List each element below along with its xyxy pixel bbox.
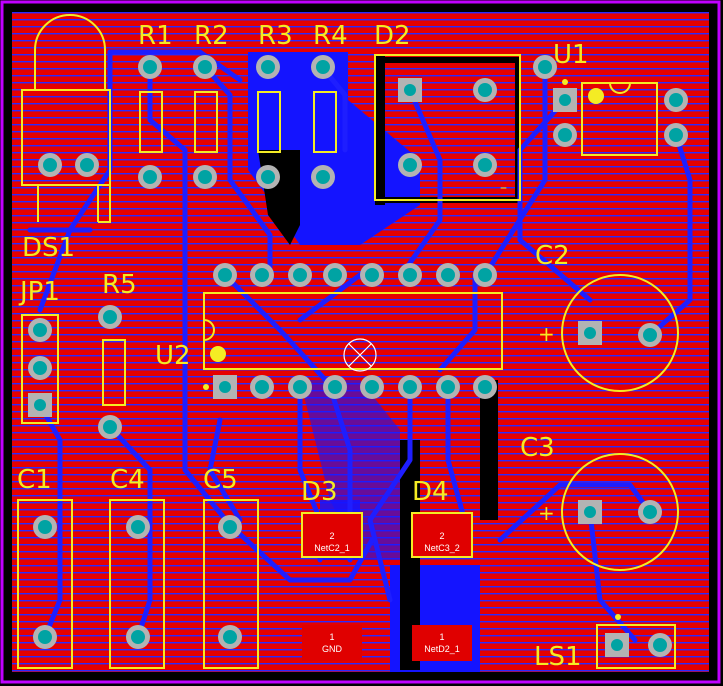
th-pad-hole <box>403 380 417 394</box>
th-pad-hole <box>441 268 455 282</box>
th-pad-hole <box>669 93 683 107</box>
ref-r1: R1 <box>138 21 173 51</box>
th-pad-hole <box>103 420 117 434</box>
th-pad-hole <box>478 83 492 97</box>
d3-pad1 <box>302 625 362 661</box>
th-pad-hole <box>143 170 157 184</box>
d3-pad2-net: NetC2_1 <box>314 543 350 553</box>
d3-outline <box>301 512 363 558</box>
th-pad-hole <box>261 60 275 74</box>
th-pad-hole <box>43 158 57 172</box>
th-pad-hole <box>584 327 596 339</box>
th-pad-hole <box>293 268 307 282</box>
th-pad-hole <box>223 520 237 534</box>
d2-minus-mark: – <box>500 180 507 196</box>
th-pad-hole <box>365 268 379 282</box>
ref-r2: R2 <box>194 21 229 51</box>
ref-d4: D4 <box>412 477 449 507</box>
th-pad-hole <box>261 170 275 184</box>
th-pad-hole <box>293 380 307 394</box>
th-pad-hole <box>143 60 157 74</box>
th-pad-hole <box>441 380 455 394</box>
d4-pad2-number: 2 <box>439 531 444 541</box>
th-pad-hole <box>328 268 342 282</box>
th-pad-hole <box>33 361 47 375</box>
d3-pad1-number: 1 <box>329 632 334 642</box>
ref-d2: D2 <box>374 21 411 51</box>
th-pad-hole <box>38 520 52 534</box>
silkscreen <box>17 14 679 669</box>
th-pad-hole <box>653 638 667 652</box>
ref-r5: R5 <box>102 270 137 300</box>
th-pad-hole <box>669 128 683 142</box>
ref-u1: U1 <box>553 40 589 70</box>
th-pad-hole <box>611 639 623 651</box>
reference-designators: R1 R2 R3 R4 D2 U1 DS1 JP1 R5 U2 C2 C3 C1… <box>17 21 589 672</box>
c2-plus-mark: + <box>538 322 555 346</box>
d4-pad1-number: 1 <box>439 632 444 642</box>
ref-jp1: JP1 <box>18 277 60 307</box>
ref-c1: C1 <box>17 465 52 495</box>
d4-outline <box>411 512 473 558</box>
th-pad-hole <box>198 60 212 74</box>
th-pad-hole <box>558 128 572 142</box>
ref-r4: R4 <box>313 21 348 51</box>
d4-pad2-net: NetC3_2 <box>424 543 460 553</box>
c3-plus-mark: + <box>538 501 555 525</box>
th-pad-hole <box>403 158 417 172</box>
th-pad-hole <box>255 380 269 394</box>
th-pad-hole <box>219 381 231 393</box>
smd-pads: 2 NetC2_1 1 GND 2 NetC3_2 1 NetD2_1 <box>301 512 473 661</box>
th-pad-hole <box>538 60 552 74</box>
ref-u2: U2 <box>155 341 191 371</box>
th-pad-hole <box>478 268 492 282</box>
th-pad-hole <box>255 268 269 282</box>
th-pad-hole <box>584 506 596 518</box>
th-pad-hole <box>103 310 117 324</box>
th-pad-hole <box>403 268 417 282</box>
ref-c2: C2 <box>535 241 570 271</box>
th-pad-hole <box>33 323 47 337</box>
ref-d3: D3 <box>301 477 338 507</box>
th-pad-hole <box>316 60 330 74</box>
th-pad-hole <box>131 630 145 644</box>
through-hole-pads <box>28 55 688 657</box>
th-pad-hole <box>643 505 657 519</box>
th-pad-hole <box>643 328 657 342</box>
th-pad-hole <box>328 380 342 394</box>
th-pad-hole <box>38 630 52 644</box>
ref-c3: C3 <box>520 433 555 463</box>
th-pad-hole <box>131 520 145 534</box>
th-pad-hole <box>223 630 237 644</box>
ref-r3: R3 <box>258 21 293 51</box>
pin1-markers <box>203 79 621 620</box>
d3-pad1-net: GND <box>322 644 343 654</box>
th-pad-hole <box>559 94 571 106</box>
th-pad-hole <box>365 380 379 394</box>
th-pad-hole <box>198 170 212 184</box>
d3-pad2-number: 2 <box>329 531 334 541</box>
th-pad-hole <box>316 170 330 184</box>
d4-pad1-net: NetD2_1 <box>424 644 460 654</box>
th-pad-hole <box>218 268 232 282</box>
ref-c5: C5 <box>203 465 238 495</box>
ref-c4: C4 <box>110 465 145 495</box>
th-pad-hole <box>404 84 416 96</box>
th-pad-hole <box>478 158 492 172</box>
th-pad-hole <box>34 399 46 411</box>
ref-ds1: DS1 <box>22 233 75 263</box>
ref-ls1: LS1 <box>534 642 582 672</box>
d4-pad1 <box>412 625 472 661</box>
bottom-traces <box>27 49 693 643</box>
th-pad-hole <box>478 380 492 394</box>
th-pad-hole <box>80 158 94 172</box>
u2-origin-marker <box>343 338 377 372</box>
